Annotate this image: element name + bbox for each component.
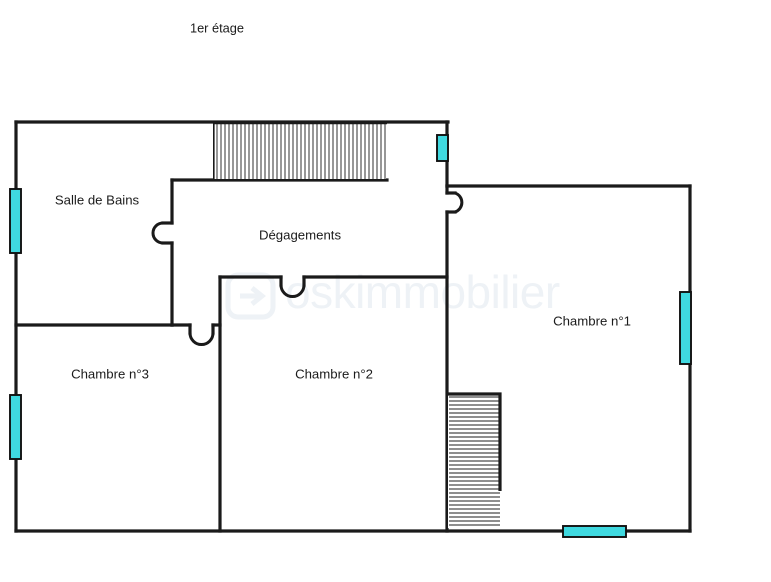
room-label-chambre-2: Chambre n°2 <box>295 366 373 381</box>
watermark-label: oskimmobilier <box>285 266 560 318</box>
window-chambre3-west <box>9 394 22 460</box>
stairs-lower-treads <box>449 396 500 526</box>
room-label-chambre-3: Chambre n°3 <box>71 366 149 381</box>
window-chambre1-south <box>562 525 627 538</box>
stairs-lower-border <box>448 392 502 491</box>
room-label-chambre-1: Chambre n°1 <box>553 313 631 328</box>
stairs-upper <box>213 121 387 180</box>
windows-group <box>9 134 692 538</box>
watermark: oskimmobilier <box>225 266 560 320</box>
stairs-lower <box>448 392 502 528</box>
door-chambre2-swing-arc <box>279 284 306 298</box>
walls-group <box>14 120 692 533</box>
window-bathroom-west <box>9 188 22 254</box>
page-title: 1er étage <box>190 20 244 35</box>
door-salle-de-bains-swing-arc <box>151 221 164 245</box>
stairs-upper-treads <box>216 123 386 179</box>
room-label-degagements: Dégagements <box>259 227 342 242</box>
door-chambre1-swing-arc <box>454 191 464 214</box>
room-label-salle-de-bains: Salle de Bains <box>55 192 140 207</box>
window-chambre1-east <box>679 291 692 365</box>
window-hall-north <box>436 134 449 162</box>
door-chambre3-swing-arc <box>188 332 215 346</box>
